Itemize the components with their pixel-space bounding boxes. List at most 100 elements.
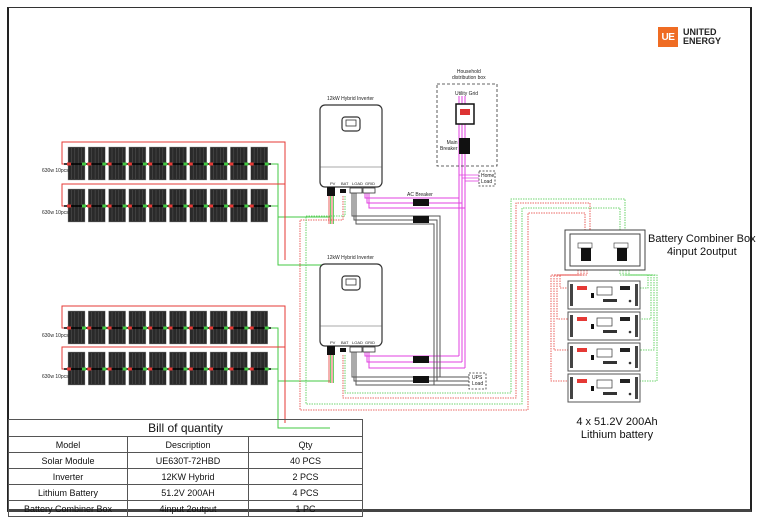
battery-indicator bbox=[628, 330, 632, 334]
mc4-positive bbox=[127, 367, 132, 371]
battery-case bbox=[567, 373, 641, 403]
port-label-load: LOAD bbox=[352, 181, 363, 186]
table-row: Inverter 12KW Hybrid 2 PCS bbox=[8, 468, 363, 485]
battery-handle bbox=[635, 346, 638, 368]
battery-caption: 4 x 51.2V 200Ah Lithium battery bbox=[576, 416, 658, 441]
ups-load-label: UPS Load bbox=[472, 375, 484, 387]
mc4-positive bbox=[127, 204, 132, 208]
battery-positive-wire bbox=[553, 270, 582, 351]
battery-handle bbox=[570, 284, 573, 306]
battery-positive-wire bbox=[556, 270, 585, 320]
battery-negative-terminal bbox=[620, 379, 630, 383]
ue-logo-icon: UE bbox=[658, 27, 678, 47]
distribution-box bbox=[436, 83, 498, 167]
mc4-positive bbox=[148, 367, 153, 371]
port-label-pv: PV bbox=[330, 340, 336, 345]
battery-positive-wire bbox=[550, 270, 579, 382]
battery-ports bbox=[603, 361, 617, 364]
mc4-negative bbox=[183, 162, 188, 166]
ups-load-box bbox=[468, 372, 487, 390]
mc4-negative bbox=[142, 204, 147, 208]
mc4-negative bbox=[102, 367, 107, 371]
main-breaker-label: Main Breaker bbox=[440, 140, 458, 152]
inverter-title: 12kW Hybrid Inverter bbox=[327, 255, 374, 261]
mc4-positive bbox=[209, 204, 214, 208]
port-label-load: LOAD bbox=[352, 340, 363, 345]
mc4-negative bbox=[122, 162, 127, 166]
battery-positive-wire bbox=[559, 270, 588, 289]
battery-switch bbox=[591, 355, 594, 360]
mc4-negative bbox=[163, 367, 168, 371]
mc4-negative bbox=[82, 162, 86, 166]
bat-port bbox=[340, 189, 346, 193]
mc4-positive bbox=[229, 204, 234, 208]
battery-ports bbox=[603, 299, 617, 302]
mc4-negative bbox=[102, 204, 107, 208]
load-port bbox=[349, 187, 363, 194]
mc4-positive bbox=[148, 326, 153, 330]
pv-positive-wire bbox=[61, 346, 286, 423]
mc4-negative bbox=[163, 204, 168, 208]
pv-negative-wire bbox=[271, 205, 330, 266]
ups-load-wire bbox=[353, 192, 438, 381]
ups-load-wire bbox=[351, 192, 441, 377]
ups-load-wire bbox=[355, 192, 435, 385]
mc4-positive bbox=[107, 162, 112, 166]
battery-display bbox=[596, 348, 613, 358]
pv-negative-wire bbox=[271, 327, 330, 382]
ac-breaker-icon bbox=[413, 376, 429, 383]
battery-negative-terminal bbox=[620, 348, 630, 352]
main-breaker-icon bbox=[459, 138, 470, 154]
mc4-positive bbox=[148, 204, 153, 208]
battery-indicator bbox=[628, 392, 632, 396]
solar-array bbox=[64, 310, 271, 345]
battery-handle bbox=[635, 315, 638, 337]
mc4-negative bbox=[244, 162, 249, 166]
inverter-title: 12kW Hybrid Inverter bbox=[327, 96, 374, 102]
mc4-positive bbox=[188, 162, 193, 166]
battery-module bbox=[567, 311, 641, 341]
ups-load-wire bbox=[351, 351, 469, 378]
mc4-positive bbox=[87, 204, 92, 208]
pv-negative-wire bbox=[271, 163, 330, 218]
load-port bbox=[349, 346, 363, 353]
mc4-negative bbox=[142, 162, 147, 166]
mc4-negative bbox=[244, 367, 249, 371]
home-load-label: Home Load bbox=[481, 173, 495, 185]
pv-negative-wire bbox=[271, 368, 330, 429]
utility-grid-label: Utility Grid bbox=[455, 91, 479, 97]
battery-combiner-box bbox=[564, 229, 646, 271]
battery-negative-wire bbox=[344, 198, 626, 394]
mc4-positive bbox=[87, 162, 92, 166]
grid-wire bbox=[368, 351, 465, 369]
battery-handle bbox=[635, 377, 638, 399]
mc4-positive bbox=[67, 326, 71, 330]
mc4-positive bbox=[127, 162, 132, 166]
solar-array bbox=[64, 188, 271, 223]
mc4-negative bbox=[183, 326, 188, 330]
pv-port bbox=[327, 187, 335, 196]
mc4-negative bbox=[203, 204, 208, 208]
mc4-positive bbox=[67, 367, 71, 371]
mc4-positive bbox=[188, 326, 193, 330]
mc4-negative bbox=[264, 162, 269, 166]
battery-negative-terminal bbox=[620, 317, 630, 321]
mc4-positive bbox=[249, 326, 254, 330]
mc4-positive bbox=[127, 326, 132, 330]
table-row: Solar Module UE630T-72HBD 40 PCS bbox=[8, 452, 363, 469]
mc4-positive bbox=[229, 162, 234, 166]
mc4-positive bbox=[168, 204, 173, 208]
table-row: Battery Combiner Box 4input 2output 1 PC bbox=[8, 500, 363, 517]
port-label-grid: GRID bbox=[365, 340, 375, 345]
brand-name: UNITED ENERGY bbox=[683, 27, 722, 46]
mc4-positive bbox=[188, 204, 193, 208]
wires bbox=[61, 96, 658, 429]
mc4-positive bbox=[107, 326, 112, 330]
ac-breaker-icon bbox=[413, 199, 429, 206]
ac-breaker-icon bbox=[413, 356, 429, 363]
mc4-positive bbox=[87, 367, 92, 371]
mc4-negative bbox=[142, 326, 147, 330]
mc4-negative bbox=[203, 162, 208, 166]
battery-handle bbox=[570, 315, 573, 337]
battery-positive-terminal bbox=[577, 348, 587, 352]
